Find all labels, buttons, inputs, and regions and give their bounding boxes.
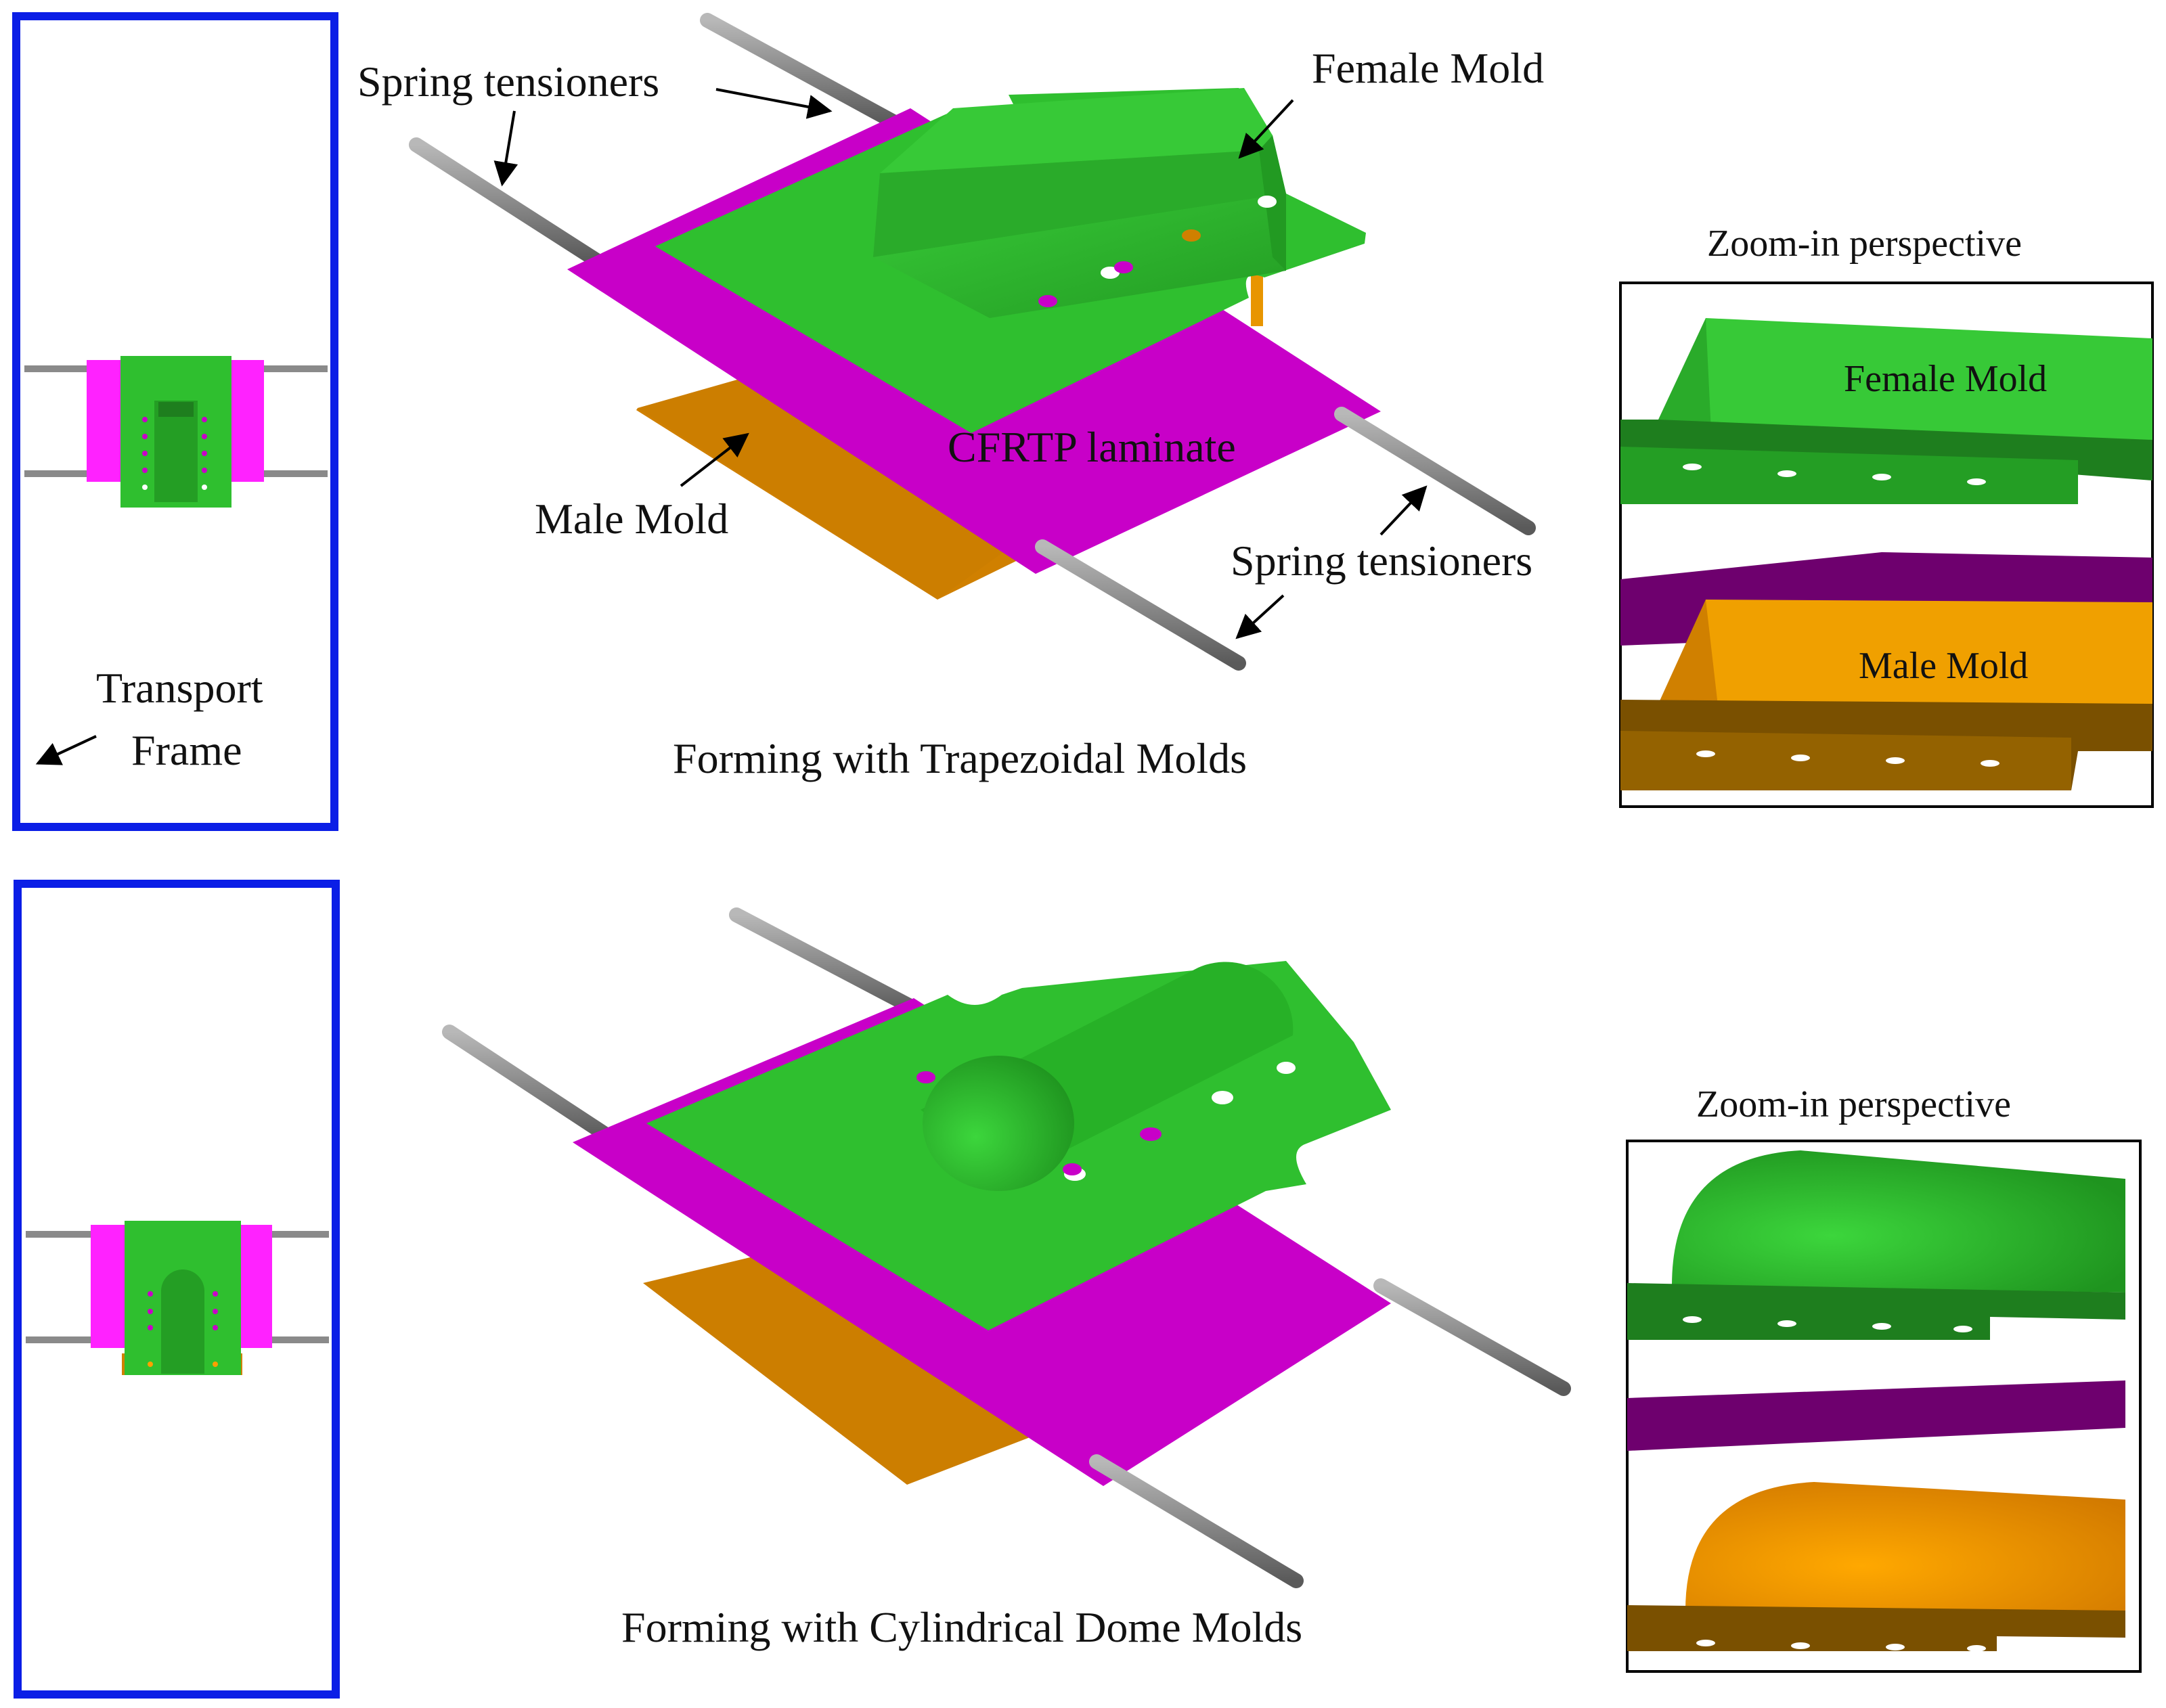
zoom-top-female-label: Female Mold: [1844, 358, 2047, 400]
zoom-male-flange: [1627, 1605, 2125, 1651]
label-transport-frame-line2: Frame: [131, 726, 242, 774]
frame-border: [14, 880, 340, 1699]
zoom-male-flange-front: [1620, 731, 2071, 790]
zoom-female-flange: [1627, 1283, 2125, 1340]
tensioner-rod: [1089, 1454, 1304, 1588]
laminate-tab-left: [91, 1225, 126, 1348]
tensioner-rod: [1373, 1278, 1571, 1396]
tensioner-rod: [409, 137, 603, 267]
zoom-panel-top: [1619, 282, 2154, 808]
zoom-female-flange-front: [1620, 447, 2078, 504]
zoom-holes: [1683, 464, 1986, 485]
label-cfrtp-laminate: CFRTP laminate: [948, 423, 1236, 471]
tensioner-rod: [700, 13, 901, 129]
label-female-mold: Female Mold: [1312, 44, 1544, 92]
label-transport-frame-line1: Transport: [96, 664, 263, 712]
label-spring-tensioners-top: Spring tensioners: [357, 58, 659, 106]
male-mold-sheet: [638, 364, 1056, 600]
bolt-holes: [142, 417, 207, 490]
female-mold-trapezoid-front: [873, 194, 1286, 318]
zoom-male-top: [1672, 600, 2152, 717]
laminate-tab-right: [230, 360, 264, 482]
trapezoidal-assembly: [409, 13, 1536, 671]
female-mold-trapezoid-top: [880, 88, 1273, 173]
zoom-laminate: [1627, 1380, 2125, 1451]
zoom-holes: [1696, 1640, 1986, 1652]
annotation-arrows: [35, 88, 1428, 765]
frame-border: [12, 12, 338, 831]
laminate-tab-left: [87, 360, 120, 482]
zoom-bottom-title: Zoom-in perspective: [1696, 1083, 2011, 1125]
caption-cylindrical: Forming with Cylindrical Dome Molds: [621, 1603, 1302, 1651]
arrow-spring-tensioners-top-a: [715, 88, 833, 119]
zoom-male-dome: [1685, 1482, 2125, 1611]
tensioner-rod: [1334, 407, 1536, 535]
mold-holes: [1038, 196, 1277, 307]
text-labels: Spring tensioners Female Mold CFRTP lami…: [96, 44, 2047, 1651]
arrow-spring-tensioners-bottom-b: [1235, 594, 1285, 639]
zoom-panel-bottom: [1626, 1140, 2142, 1673]
tensioner-rod: [729, 907, 928, 1019]
zoom-female-dome: [1672, 1150, 2125, 1293]
label-spring-tensioners-bottom: Spring tensioners: [1231, 537, 1532, 585]
male-mold: [643, 1251, 1097, 1485]
caption-trapezoidal: Forming with Trapezoidal Molds: [673, 734, 1247, 782]
tensioner-rod: [442, 1025, 617, 1144]
arrow-transport-frame: [35, 735, 97, 765]
transport-frame-bottom: [14, 880, 340, 1699]
mold-holes: [916, 1062, 1296, 1181]
female-mold-trapezoid-top: [158, 402, 194, 417]
label-male-mold: Male Mold: [535, 495, 728, 543]
female-mold-trapezoid: [154, 401, 198, 502]
arrow-spring-tensioners-top-b: [493, 110, 518, 187]
arrow-spring-tensioners-bottom-a: [1379, 485, 1428, 536]
male-mold-side: [1251, 268, 1263, 326]
zoom-top-title: Zoom-in perspective: [1707, 223, 2022, 265]
transport-frame-top: [12, 12, 338, 831]
zoom-holes: [1683, 1316, 1972, 1332]
laminate-tab-right: [237, 1225, 272, 1348]
arrow-male-mold: [680, 432, 749, 487]
cylindrical-assembly: [442, 907, 1571, 1588]
zoom-male-chamfer: [1658, 600, 1719, 717]
zoom-top-male-label: Male Mold: [1859, 645, 2028, 687]
tensioner-rod: [1035, 539, 1246, 671]
female-mold-trapezoid-slope: [873, 150, 1286, 257]
female-mold-dome: [161, 1269, 204, 1374]
arrow-female-mold: [1238, 99, 1294, 159]
zoom-holes: [1696, 750, 1999, 767]
bolt-holes: [148, 1291, 218, 1367]
female-mold-dome-cap: [923, 1056, 1074, 1191]
